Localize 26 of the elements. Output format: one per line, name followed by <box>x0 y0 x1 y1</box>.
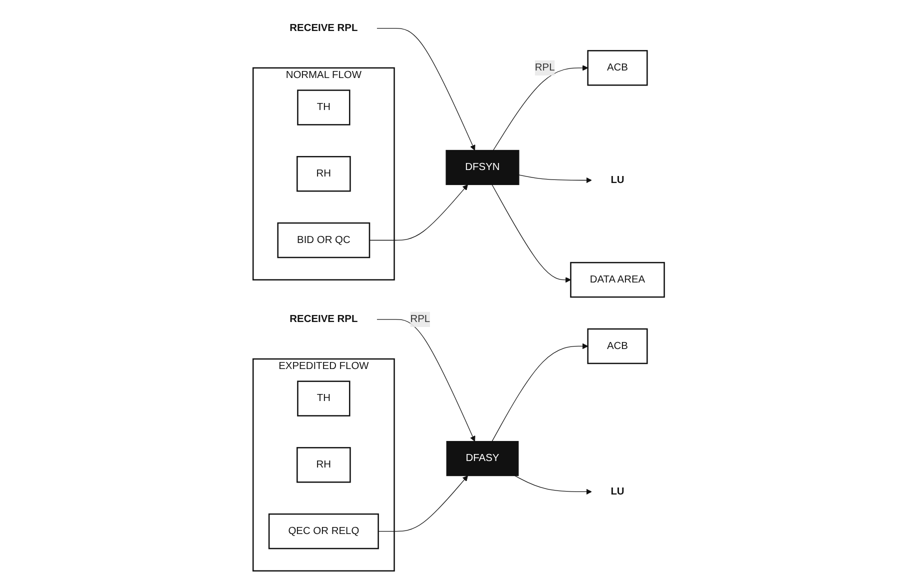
node-box: RH <box>296 446 352 482</box>
arrow <box>514 474 592 494</box>
arrow <box>376 28 476 150</box>
node-text: RECEIVE RPL <box>290 313 358 324</box>
node-box: TH <box>297 89 351 125</box>
edge-label: RPL <box>535 62 556 73</box>
node-text: RECEIVE RPL <box>290 22 358 33</box>
node-box: DFASY <box>446 440 520 476</box>
node-box: ACB <box>588 50 648 86</box>
arrow <box>518 174 592 183</box>
arrow <box>370 184 468 240</box>
arrow <box>378 475 468 532</box>
node-box: ACB <box>588 328 648 364</box>
node-box: DATA AREA <box>570 261 666 298</box>
arrow <box>492 342 588 442</box>
node-box: RH <box>296 156 352 192</box>
node-box: TH <box>297 380 351 416</box>
edge-label: RPL <box>410 313 430 324</box>
node-box: BID OR QC <box>278 222 370 258</box>
node-text: LU <box>611 485 625 496</box>
arrow <box>493 64 588 150</box>
arrow <box>492 184 572 282</box>
node-text: LU <box>611 174 625 185</box>
arrow <box>376 318 476 442</box>
node-box: QEC OR RELQ <box>268 512 380 549</box>
node-box: DFSYN <box>446 149 520 185</box>
